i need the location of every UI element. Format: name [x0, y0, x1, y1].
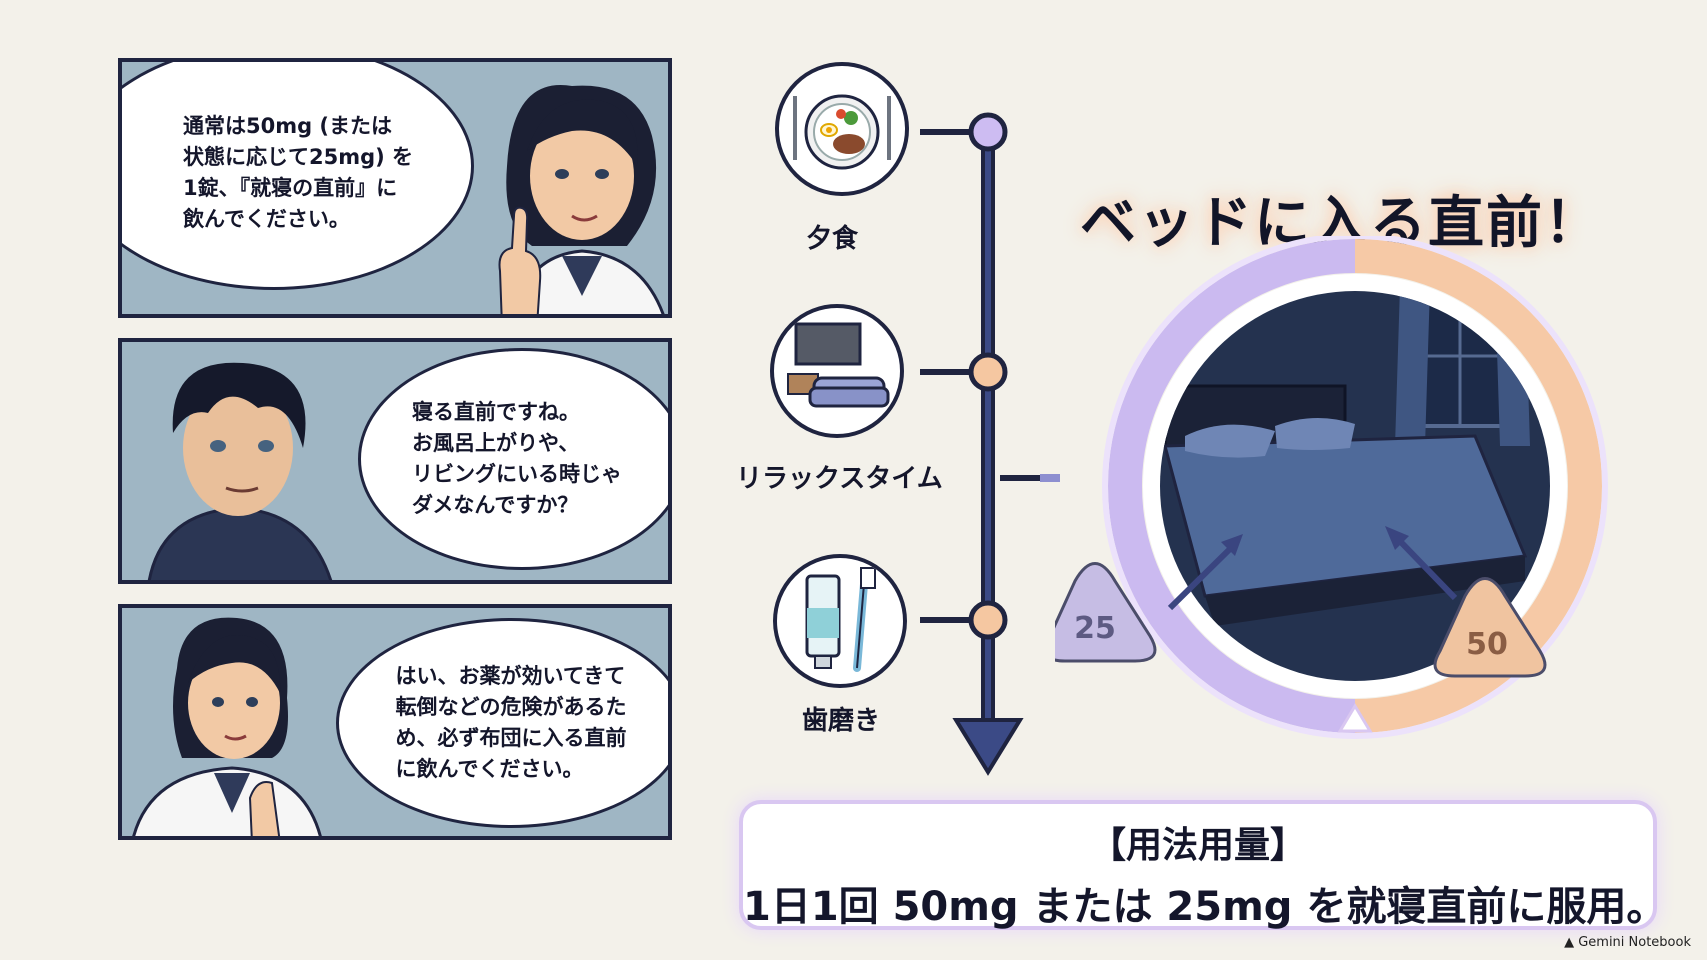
comic-panel-1: 通常は50mg (または 状態に応じて25mg) を 1錠、『就寝の直前』に 飲…: [118, 58, 672, 318]
timeline-node-relax: [968, 352, 1008, 392]
speech-bubble-doctor-1: 通常は50mg (または 状態に応じて25mg) を 1錠、『就寝の直前』に 飲…: [122, 62, 474, 290]
dosage-text: 1日1回 50mg または 25mg を就寝直前に服用。: [743, 884, 1667, 930]
timeline-label-relax: リラックスタイム: [736, 464, 943, 494]
pill-25-label: 25: [1074, 611, 1116, 646]
patient-man-icon: [147, 362, 333, 580]
timeline-node-dinner: [968, 112, 1008, 152]
bed-ring-illustration: 25 50: [1055, 236, 1608, 739]
timeline-label-dinner: 夕食: [806, 224, 859, 254]
pill-50-label: 50: [1466, 627, 1508, 662]
dosage-title: 【用法用量】: [1089, 825, 1306, 866]
timeline-label-brush: 歯磨き: [802, 706, 881, 736]
doctor-woman-pointing-icon: [498, 85, 665, 314]
gemini-logo-icon: ▲: [1564, 935, 1575, 950]
speech-text-patient: 寝る直前ですね。 お風呂上がりや、 リビングにいる時じゃ ダメなんですか？: [412, 400, 622, 517]
comic-panel-3: はい、お薬が効いてきて 転倒などの危険があるた め、必ず布団に入る直前 に飲んで…: [118, 604, 672, 840]
timeline-node-brush: [968, 600, 1008, 640]
watermark: ▲ Gemini Notebook: [1564, 935, 1691, 950]
evening-timeline: [920, 112, 1060, 776]
doctor-woman-bowing-icon: [132, 617, 322, 836]
speech-bubble-patient: 寝る直前ですね。 お風呂上がりや、 リビングにいる時じゃ ダメなんですか？: [358, 348, 668, 570]
dosage-box: 【用法用量】 1日1回 50mg または 25mg を就寝直前に服用。: [739, 800, 1667, 930]
timeline-arrow-head: [952, 718, 1024, 776]
ring-left-lavender: [1108, 239, 1356, 733]
comic-panel-2: 寝る直前ですね。 お風呂上がりや、 リビングにいる時じゃ ダメなんですか？: [118, 338, 672, 584]
dinner-plate-icon: [775, 62, 909, 196]
toothbrush-toothpaste-icon: [773, 554, 907, 688]
pill-50mg-icon: 50: [1433, 577, 1547, 678]
pill-25mg-icon: 25: [1055, 562, 1157, 663]
tv-sofa-icon: [770, 304, 904, 438]
ring-right-peach: [1354, 239, 1602, 733]
speech-bubble-doctor-2: はい、お薬が効いてきて 転倒などの危険があるた め、必ず布団に入る直前 に飲んで…: [336, 618, 668, 828]
watermark-text: Gemini Notebook: [1578, 935, 1691, 950]
speech-text-doctor-2: はい、お薬が効いてきて 転倒などの危険があるた め、必ず布団に入る直前 に飲んで…: [395, 664, 627, 781]
speech-text-doctor-1: 通常は50mg (または 状態に応じて25mg) を 1錠、『就寝の直前』に 飲…: [182, 114, 414, 231]
